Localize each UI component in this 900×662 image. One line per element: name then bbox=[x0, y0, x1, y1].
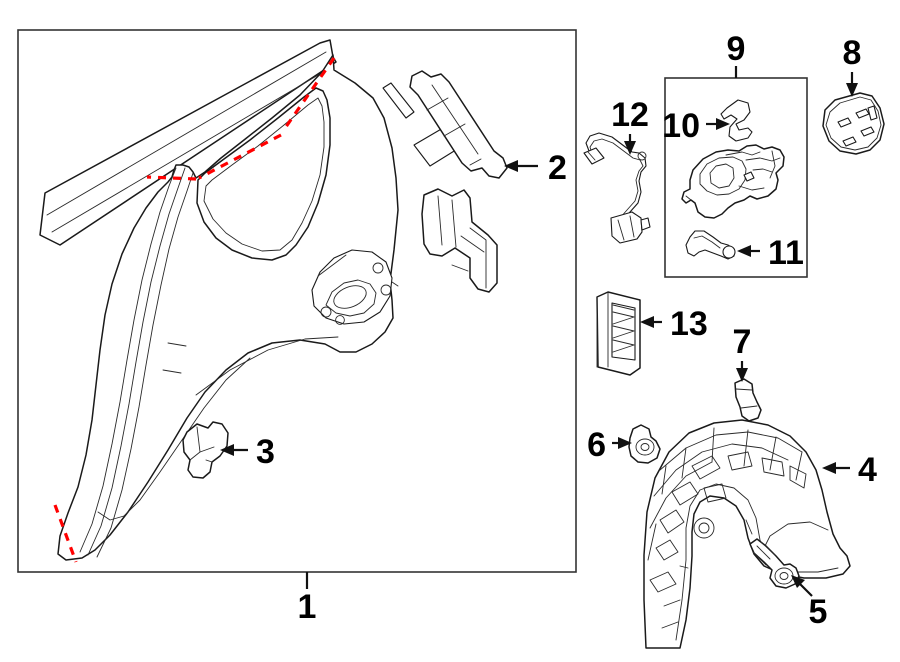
callout-9-label: 9 bbox=[727, 30, 746, 68]
group-box-main-panel bbox=[17, 29, 577, 573]
part-access-cover-plate bbox=[822, 92, 885, 155]
callout-3: 3 bbox=[220, 433, 275, 471]
part-body-vent-grille bbox=[596, 291, 641, 376]
callout-2: 2 bbox=[504, 149, 567, 187]
callout-6: 6 bbox=[587, 426, 632, 464]
callout-11-label: 11 bbox=[768, 234, 804, 272]
callout-13-label: 13 bbox=[670, 305, 708, 343]
callout-7: 7 bbox=[733, 323, 752, 382]
callout-6-label: 6 bbox=[587, 426, 606, 464]
part-push-pin-retainer bbox=[628, 424, 661, 464]
part-drain-hose bbox=[685, 230, 736, 260]
part-roof-rail-brace bbox=[409, 70, 508, 179]
part-fuel-filler-recess bbox=[311, 249, 399, 325]
part-small-shim-a bbox=[382, 82, 415, 119]
part-fuel-filler-housing bbox=[681, 144, 785, 219]
callout-1: 1 bbox=[298, 572, 317, 626]
callout-10: 10 bbox=[662, 107, 730, 145]
callout-12: 12 bbox=[611, 96, 649, 155]
group-box-fuel-door: 9 bbox=[664, 30, 808, 278]
callout-5-label: 5 bbox=[809, 593, 828, 631]
callout-2-label: 2 bbox=[548, 149, 567, 187]
part-fuel-filler-bracket bbox=[182, 421, 229, 479]
callout-1-label: 1 bbox=[298, 588, 317, 626]
callout-3-label: 3 bbox=[256, 433, 275, 471]
part-quarter-panel bbox=[39, 39, 399, 563]
callout-8: 8 bbox=[843, 34, 862, 97]
callout-10-label: 10 bbox=[662, 107, 700, 145]
callout-8-label: 8 bbox=[843, 34, 862, 72]
callout-12-label: 12 bbox=[611, 96, 649, 134]
part-z-bracket bbox=[421, 188, 498, 293]
callout-7-label: 7 bbox=[733, 323, 752, 361]
part-spring-clip bbox=[720, 99, 753, 142]
callout-4: 4 bbox=[822, 451, 877, 489]
cut-line-upper bbox=[146, 57, 336, 181]
cut-line-lower bbox=[53, 504, 78, 563]
part-wiring-harness bbox=[583, 132, 651, 244]
callout-11: 11 bbox=[737, 234, 804, 272]
callout-4-label: 4 bbox=[858, 451, 877, 489]
callout-5: 5 bbox=[791, 575, 827, 631]
callout-13: 13 bbox=[640, 305, 708, 343]
part-liner-clip bbox=[734, 378, 762, 422]
